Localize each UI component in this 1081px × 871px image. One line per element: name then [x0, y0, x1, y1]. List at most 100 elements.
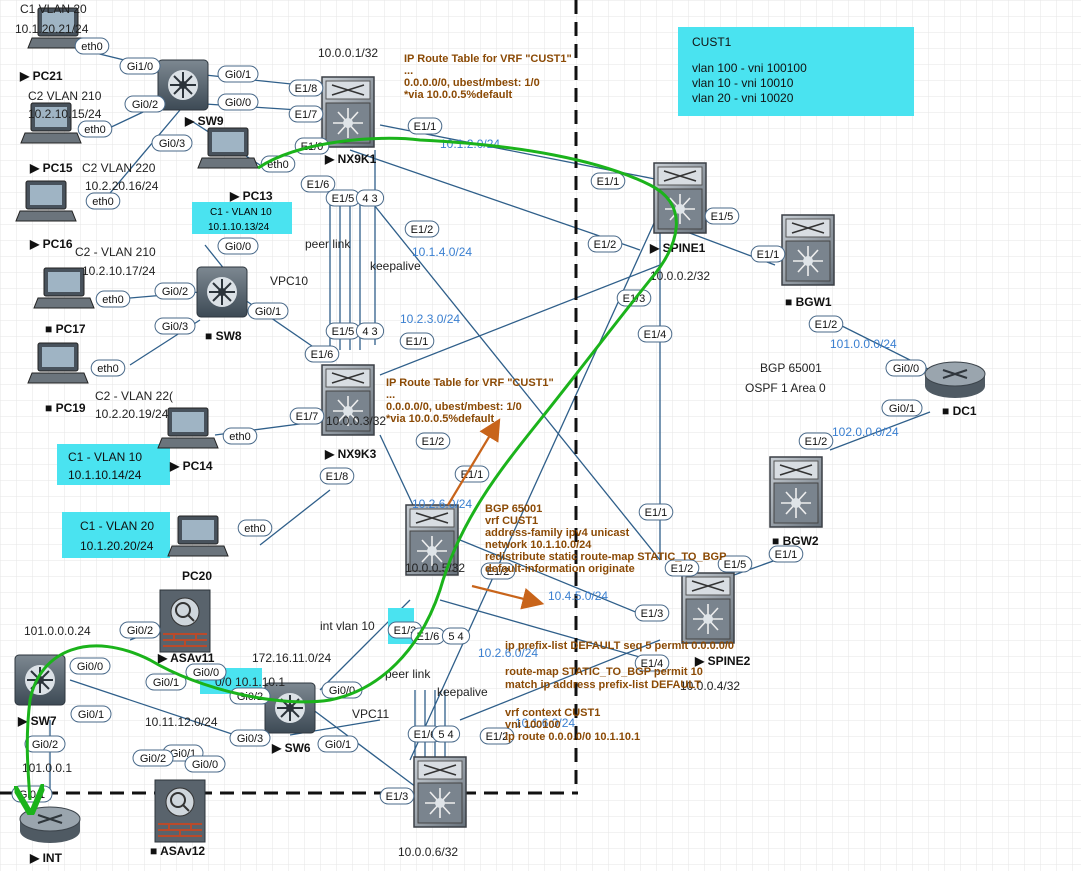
port-badge — [124, 95, 166, 113]
topology-label: C1 VLAN 20 — [20, 2, 87, 16]
port-badge — [154, 317, 196, 335]
network-link — [459, 639, 661, 721]
subnet-label: 10.4.5.0/24 — [548, 589, 608, 603]
device-name: ▶ SPINE1 — [649, 241, 706, 255]
subnet-label: 102.0.0.0/24 — [832, 425, 899, 439]
device-name: ■ PC17 — [45, 322, 86, 336]
bgw1-icon[interactable] — [781, 214, 835, 286]
port-badge — [69, 657, 111, 675]
bgw2-icon[interactable] — [769, 456, 823, 528]
config-annotation: IP Route Table for VRF "CUST1" — [404, 53, 572, 65]
port-badge — [480, 562, 516, 580]
device-name: ■ DC1 — [942, 404, 977, 418]
topology-label: 10.0.0.6/32 — [398, 845, 458, 859]
network-link — [259, 489, 331, 546]
port-badge — [229, 729, 271, 747]
config-annotation: IP Route Table for VRF "CUST1" — [386, 377, 554, 389]
port-label: Gi0/1 — [225, 69, 251, 81]
config-annotation: default-information originate — [485, 563, 635, 575]
traffic-path — [27, 136, 678, 800]
port-label: E1/1 — [645, 507, 668, 519]
port-badge — [24, 735, 66, 753]
port-label: E1/6 — [414, 729, 437, 741]
device-name: ▶ PC14 — [169, 459, 213, 473]
annotation-arrow — [471, 584, 545, 610]
cust-box-title: CUST1 — [692, 35, 732, 49]
sw6-icon[interactable] — [264, 682, 316, 734]
spine2-icon[interactable] — [681, 572, 735, 644]
port-label: E1/6 — [417, 631, 440, 643]
port-label: E1/8 — [295, 83, 318, 95]
config-annotation: redistribute static route-map STATIC_TO_… — [485, 551, 726, 563]
asav12-icon[interactable] — [154, 779, 206, 843]
port-label: Gi1/0 — [127, 61, 153, 73]
port-label: eth0 — [92, 196, 113, 208]
topology-label: C2 - VLAN 22( — [95, 389, 173, 403]
network-link — [299, 699, 421, 791]
n9k6-icon[interactable] — [413, 756, 467, 828]
topology-label: 172.16.11.0/24 — [252, 651, 332, 665]
device-name: ▶ NX9K1 — [324, 152, 377, 166]
port-label: E1/2 — [815, 319, 838, 331]
port-badge — [798, 432, 834, 450]
device-name: ▶ NX9K3 — [324, 447, 377, 461]
highlight-text: C1 - VLAN 20 — [80, 519, 154, 533]
port-label: Gi0/2 — [32, 739, 58, 751]
port-label: Gi0/0 — [225, 97, 251, 109]
subnet-label: 10.2.6.0/24 — [412, 497, 472, 511]
subnet-label: 101.0.0.0/24 — [830, 337, 897, 351]
device-name: ▶ PC13 — [229, 189, 273, 203]
dc1-icon[interactable] — [924, 361, 986, 399]
port-badge — [590, 172, 626, 190]
subnet-label: 10.1.6.0/24 — [515, 716, 575, 730]
port-label: E1/7 — [295, 109, 318, 121]
topology-label: 0/0 10.1.10.1 — [215, 675, 285, 689]
topology-label: 101.0.0.1 — [22, 761, 72, 775]
port-label: E1/2 — [487, 566, 510, 578]
port-label: 5 4 — [438, 729, 453, 741]
spine1-icon[interactable] — [653, 162, 707, 234]
topology-label: keepalive — [370, 259, 421, 273]
topology-label: 10.0.0.5/32 — [405, 561, 465, 575]
port-label: Gi0/1 — [255, 306, 281, 318]
config-annotation: network 10.1.10.0/24 — [485, 539, 592, 551]
config-annotation: ip route 0.0.0.0/0 10.1.10.1 — [505, 731, 640, 743]
port-badge — [288, 79, 324, 97]
port-label: Gi0/3 — [237, 733, 263, 745]
port-badge — [881, 399, 923, 417]
port-badge — [717, 555, 753, 573]
network-link — [349, 149, 641, 251]
int-router-icon[interactable] — [19, 806, 81, 844]
port-label: E1/2 — [422, 436, 445, 448]
port-badge — [90, 359, 126, 377]
port-badge — [885, 359, 927, 377]
port-badge — [479, 727, 515, 745]
port-label: E1/3 — [641, 608, 664, 620]
highlight-text: 10.1.20.20/24 — [80, 539, 154, 553]
port-badge — [355, 189, 385, 207]
nx9k1-icon[interactable] — [321, 76, 375, 148]
sw7-icon[interactable] — [14, 654, 66, 706]
port-label: Gi0/0 — [893, 363, 919, 375]
port-label: Gi0/1 — [325, 739, 351, 751]
subnet-label: 10.2.3.0/24 — [400, 312, 460, 326]
port-badge — [407, 117, 443, 135]
asav11-icon[interactable] — [159, 589, 211, 653]
sw8-icon[interactable] — [196, 266, 248, 318]
port-label: E1/2 — [594, 239, 617, 251]
subnet-label: 10.1.4.0/24 — [412, 245, 472, 259]
annotation-arrow — [447, 418, 501, 506]
topology-label: 10.0.0.1/32 — [318, 46, 378, 60]
port-label: E1/6 — [307, 179, 330, 191]
port-label: eth0 — [97, 363, 118, 375]
topology-label: C2 VLAN 210 — [28, 89, 102, 103]
config-annotation: BGP 65001 — [485, 503, 542, 515]
highlight-text: C1 - VLAN 10 — [68, 450, 142, 464]
network-link — [99, 109, 181, 206]
network-link — [204, 244, 226, 271]
port-label: Gi0/0 — [225, 241, 251, 253]
sw9-icon[interactable] — [157, 59, 209, 111]
topology-label: 10.11.12.0/24 — [145, 715, 218, 729]
device-name: ▶ PC21 — [19, 69, 63, 83]
